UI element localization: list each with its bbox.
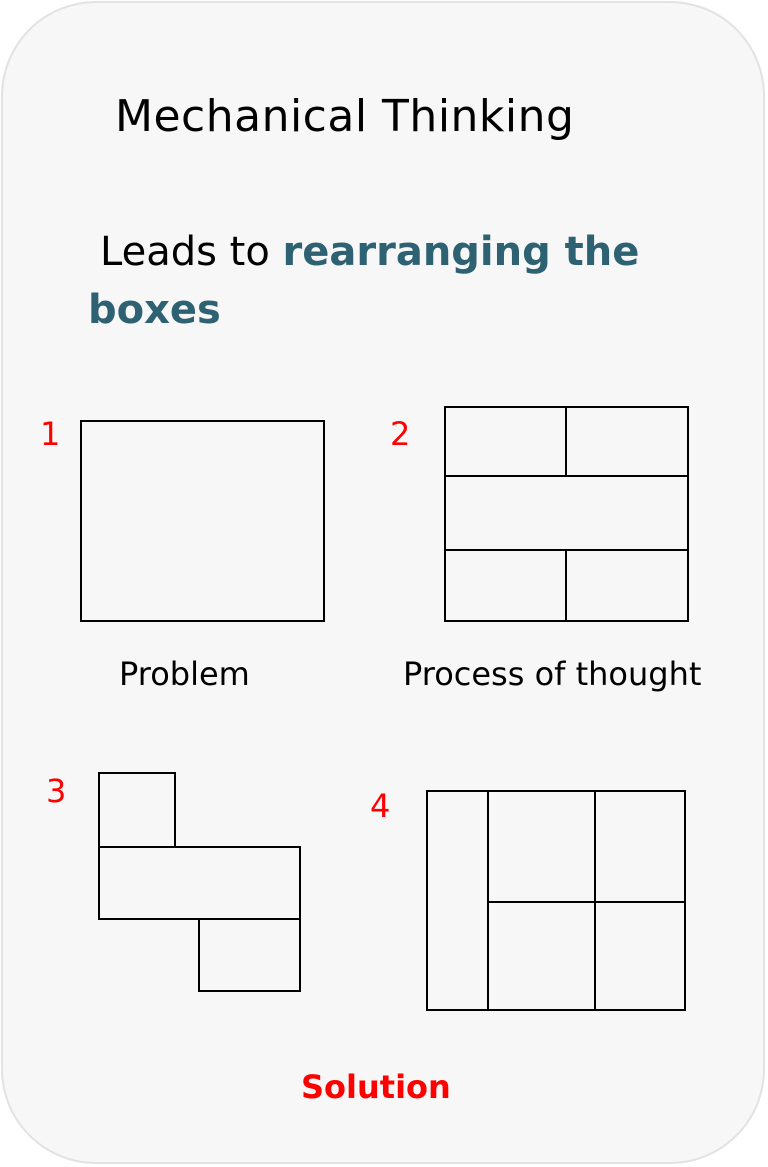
panel-1-problem-box xyxy=(80,420,325,622)
panel-3-box-bottom xyxy=(198,918,301,992)
solution-label: Solution xyxy=(301,1068,451,1106)
panel-2-box-bottom-right xyxy=(565,549,689,622)
panel-1-number: 1 xyxy=(40,415,61,453)
panel-2-number: 2 xyxy=(390,415,411,453)
panel-1-caption: Problem xyxy=(119,655,250,693)
panel-3-box-middle xyxy=(98,846,301,920)
panel-3-box-top xyxy=(98,772,176,848)
subtitle-lead: Leads to xyxy=(100,229,283,275)
panel-4-box-left-column xyxy=(426,790,489,1011)
panel-3-number: 3 xyxy=(46,772,67,810)
panel-2-box-top-right xyxy=(565,406,689,477)
panel-2-caption: Process of thought xyxy=(403,655,702,693)
panel-4-box-bottom-middle xyxy=(487,901,596,1011)
panel-4-box-top-right xyxy=(594,790,686,903)
diagram-subtitle: Leads to rearranging the boxes xyxy=(88,223,728,339)
panel-2-box-top-left xyxy=(444,406,567,477)
panel-2-box-middle xyxy=(444,475,689,551)
panel-4-box-top-middle xyxy=(487,790,596,903)
panel-2-box-bottom-left xyxy=(444,549,567,622)
panel-4-box-bottom-right xyxy=(594,901,686,1011)
diagram-title: Mechanical Thinking xyxy=(115,91,575,142)
panel-4-number: 4 xyxy=(370,787,391,825)
subtitle-emphasis: rearranging the boxes xyxy=(88,229,640,333)
